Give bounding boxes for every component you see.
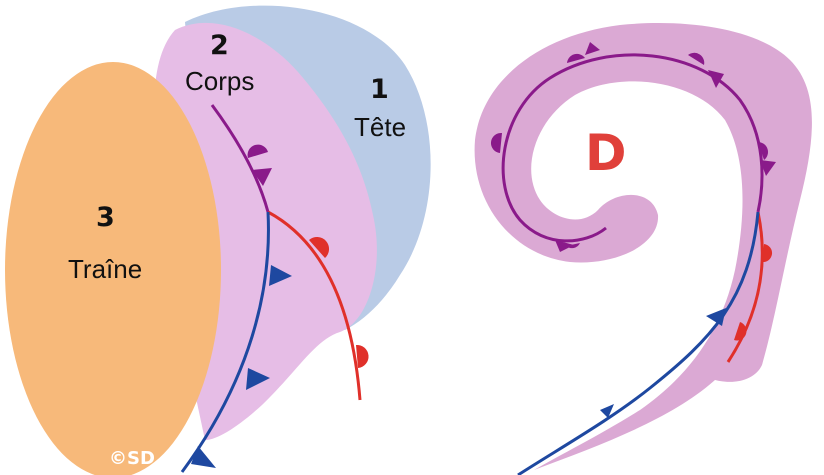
depression-spiral [474, 23, 812, 471]
occluded-symbol [585, 42, 600, 55]
cold-front-symbol [269, 265, 292, 286]
warm-front-symbol [734, 322, 747, 341]
warm-front-left [267, 210, 362, 401]
right-fronts [490, 42, 776, 475]
region-label-traine: Traîne [68, 254, 142, 284]
depression-symbol: D [585, 124, 627, 182]
warm-front-symbol [309, 236, 330, 258]
occluded-front-left [210, 104, 270, 213]
occluded-symbol [758, 142, 769, 160]
region-number-corps: 2 [210, 30, 229, 61]
cold-front-symbol [246, 368, 270, 390]
cold-front-right [517, 211, 760, 475]
region-traine [5, 62, 221, 475]
region-number-traine: 3 [96, 202, 115, 233]
occluded-front-right [501, 53, 764, 243]
occluded-symbol [247, 144, 268, 158]
region-number-tete: 1 [370, 74, 389, 105]
region-label-corps: Corps [185, 66, 254, 96]
occluded-symbol [567, 53, 585, 63]
region-label-tete: Tête [354, 112, 406, 142]
cold-front-left [180, 211, 270, 473]
occluded-symbol [490, 132, 502, 153]
warm-front-right [726, 211, 764, 363]
warm-front-symbol [356, 344, 369, 368]
warm-front-symbol [762, 244, 773, 263]
occluded-symbol [688, 52, 705, 65]
cold-front-symbol [600, 404, 614, 418]
cold-front-symbol [706, 308, 726, 326]
occluded-symbol [252, 168, 272, 186]
copyright-mark: ©SD [109, 448, 155, 469]
occluded-symbol [760, 160, 776, 176]
occluded-symbol [708, 70, 724, 88]
left-fronts [180, 104, 369, 473]
cold-front-symbol [191, 446, 216, 468]
occluded-symbol [555, 240, 574, 252]
